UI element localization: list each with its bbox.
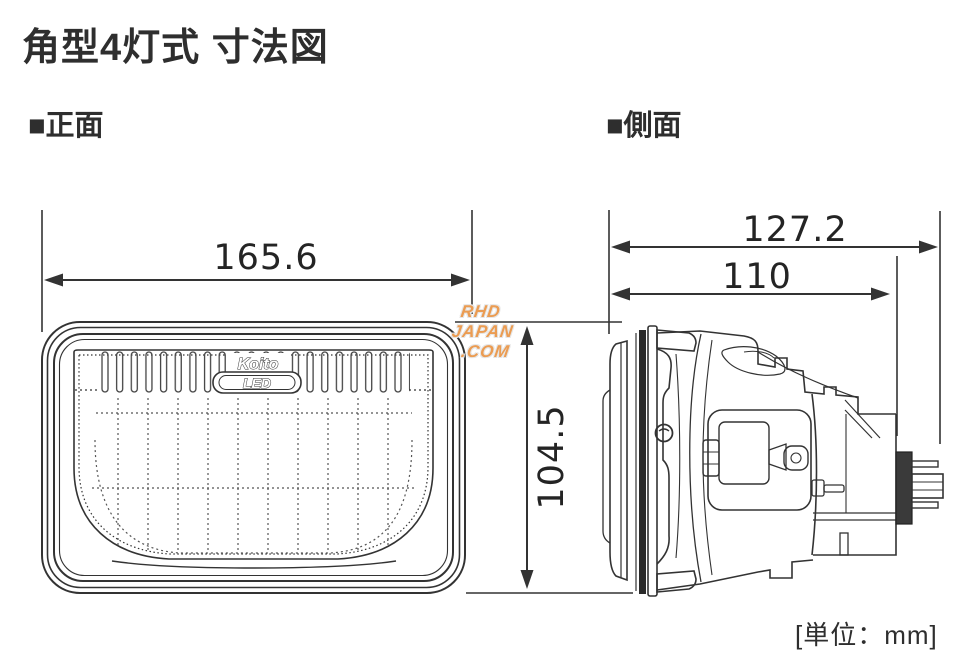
koito-logo-text: Koito (238, 356, 279, 373)
front-view-drawing: Koito LED (41, 321, 466, 594)
side-depth-total-value: 127.2 (742, 210, 848, 250)
koito-led-logo: Koito LED (212, 353, 302, 394)
front-view-label: ■正面 (28, 110, 104, 142)
front-width-dimension-lines (41, 210, 473, 332)
side-view-label: ■側面 (606, 110, 682, 142)
led-logo-text: LED (243, 375, 271, 391)
front-height-value: 104.5 (532, 404, 572, 510)
side-view-drawing (602, 325, 944, 597)
front-width-value: 165.6 (213, 238, 319, 278)
connector-terminals (895, 451, 944, 525)
unit-label: [単位：mm] (795, 620, 938, 650)
side-depth-dimension-lines (608, 210, 941, 444)
page-title: 角型4灯式 寸法図 (22, 27, 329, 69)
side-depth-body-value: 110 (722, 257, 792, 297)
front-height-dimension-lines (455, 321, 633, 594)
